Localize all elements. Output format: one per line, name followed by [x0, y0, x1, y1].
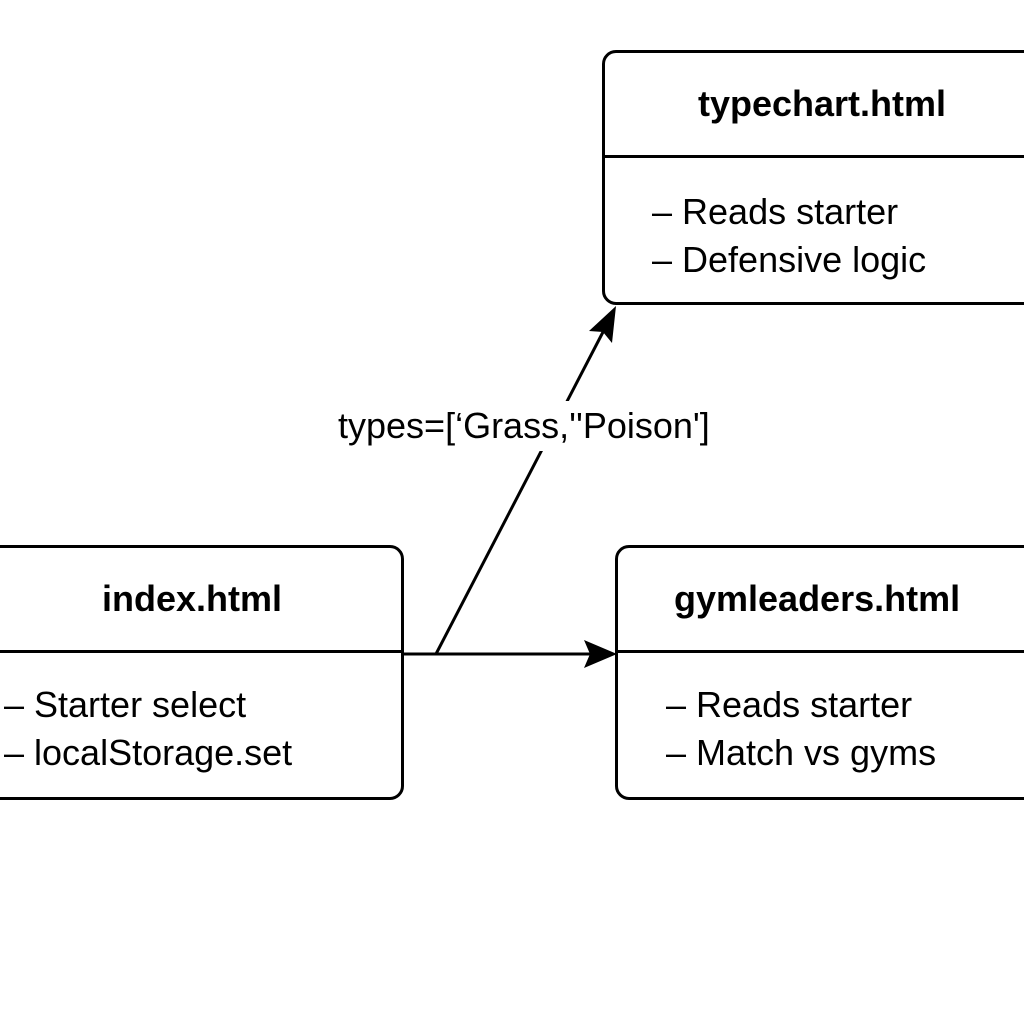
node-line: – Reads starter	[652, 191, 899, 232]
node-line: – Defensive logic	[652, 239, 927, 280]
node-index: index.html – Starter select – localStora…	[0, 545, 404, 800]
node-line: – localStorage.set	[4, 732, 293, 773]
node-typechart: typechart.html – Reads starter – Defensi…	[602, 50, 1024, 305]
arrowhead-typechart	[589, 306, 616, 343]
node-title: gymleaders.html	[618, 548, 1024, 653]
node-gymleaders: gymleaders.html – Reads starter – Match …	[615, 545, 1024, 800]
node-line: – Starter select	[4, 684, 247, 725]
node-body: – Reads starter – Defensive logic	[605, 158, 1024, 284]
edge-index-to-typechart	[434, 331, 605, 655]
node-body: – Starter select – localStorage.set	[0, 653, 401, 777]
node-title: index.html	[0, 548, 401, 653]
arrowhead-gymleaders	[584, 640, 617, 668]
node-title: typechart.html	[605, 53, 1024, 158]
node-line: – Match vs gyms	[666, 732, 937, 773]
edge-label-types: types=[‘Grass,''Poison']	[332, 401, 716, 451]
node-body: – Reads starter – Match vs gyms	[618, 653, 1024, 777]
node-line: – Reads starter	[666, 684, 913, 725]
